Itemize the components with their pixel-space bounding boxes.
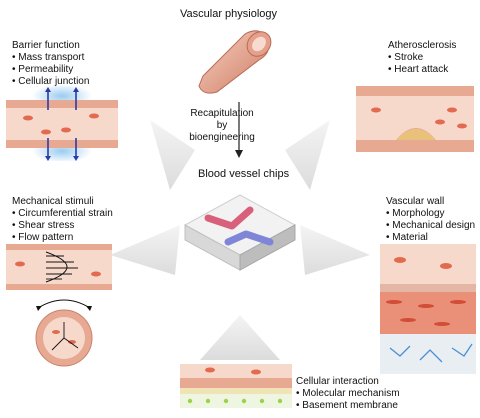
athero-vessel-illustration [356,86,474,152]
athero-item: Heart attack [388,64,456,76]
wall-title: Vascular wall [386,196,445,207]
top-title: Vascular physiology [180,8,278,20]
barrier-panel-text: Barrier function Mass transport Permeabi… [12,40,89,88]
barrier-item: Permeability [12,64,89,76]
athero-title: Atherosclerosis [388,40,457,51]
circumferential-strain-illustration [35,299,93,367]
recap-line: by [216,120,228,131]
athero-panel-text: Atherosclerosis Stroke Heart attack [388,40,456,76]
barrier-item: Cellular junction [12,76,89,88]
cellular-interaction-illustration [180,364,292,408]
blood-vessel-chip-illustration [183,194,297,271]
mechanical-item: Circumferential strain [12,208,112,220]
mechanical-item: Flow pattern [12,232,113,244]
cellular-item: Basement membrane [296,400,400,412]
barrier-title: Barrier function [12,40,80,51]
vascular-wall-illustration [380,244,476,374]
barrier-vessel-illustration [6,86,118,161]
mechanical-title: Mechanical stimuli [12,196,94,207]
recap-line: bioengineering [189,132,255,143]
mechanical-panel-text: Mechanical stimuli Circumferential strai… [12,196,113,244]
down-arrow-icon [235,102,243,158]
recap-line: Recapitulation [190,108,254,119]
cellular-panel-text: Cellular interaction Molecular mechanism… [296,376,400,412]
chips-title: Blood vessel chips [198,168,290,180]
athero-item: Stroke [388,52,456,64]
mechanical-item: Shear stress [12,220,113,232]
cellular-title: Cellular interaction [296,376,379,387]
barrier-item: Mass transport [12,52,89,64]
flow-profile-illustration [6,244,112,290]
cellular-item: Molecular mechanism [296,388,399,400]
vessel-tube-illustration [198,30,272,94]
wall-item: Morphology [386,208,480,220]
recap-caption: Recapitulation by bioengineering [172,108,272,144]
wall-item: Mechanical design [386,220,480,232]
